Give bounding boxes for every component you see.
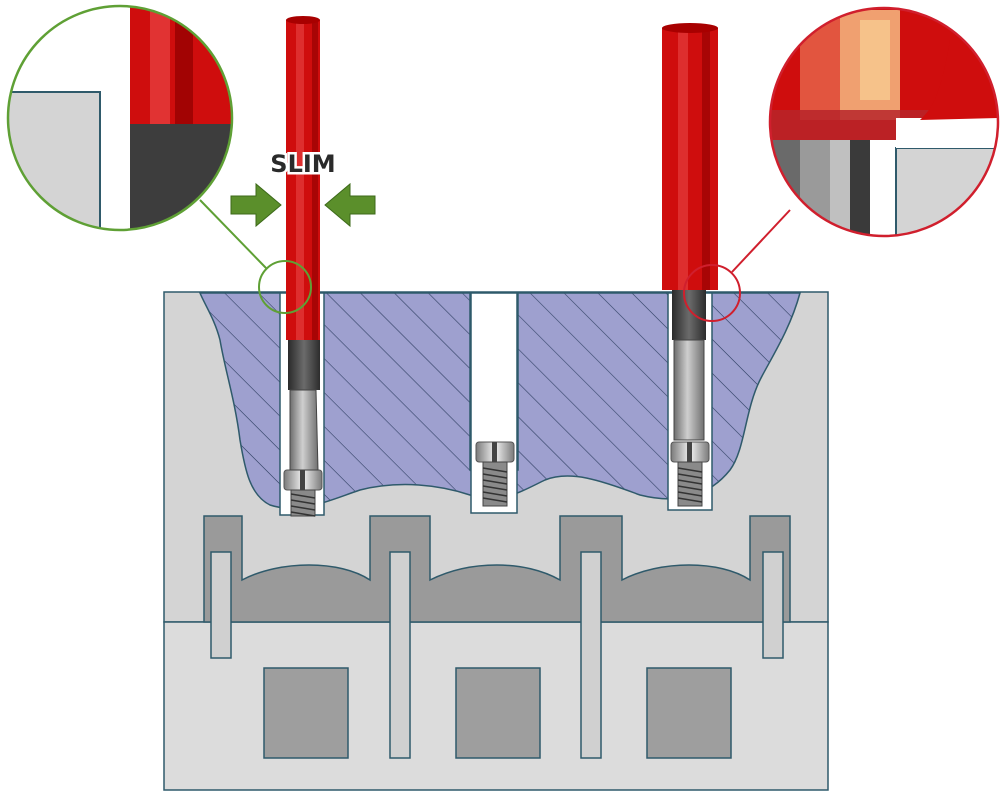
pin-3 [580,551,602,759]
slim-screwdriver [286,16,320,471]
window-3 [646,667,732,759]
pin-4 [762,551,784,659]
pin-2 [389,551,411,759]
contact-band [203,515,791,759]
callout-zoom-right [768,6,1000,238]
window-2 [455,667,541,759]
screw-left [283,469,323,517]
leader-line-left [199,199,267,269]
arrow-right-icon [230,182,282,228]
slim-label: SLIM [270,150,335,178]
pin-1 [210,551,232,659]
callout-marker-left [258,260,312,314]
standard-screwdriver [662,23,718,441]
screw-right [670,441,710,507]
window-1 [263,667,349,759]
callout-zoom-left [6,4,234,232]
callout-marker-right [683,264,741,322]
leader-line-right [731,209,791,273]
screw-middle [475,441,515,507]
arrow-left-icon [324,182,376,228]
